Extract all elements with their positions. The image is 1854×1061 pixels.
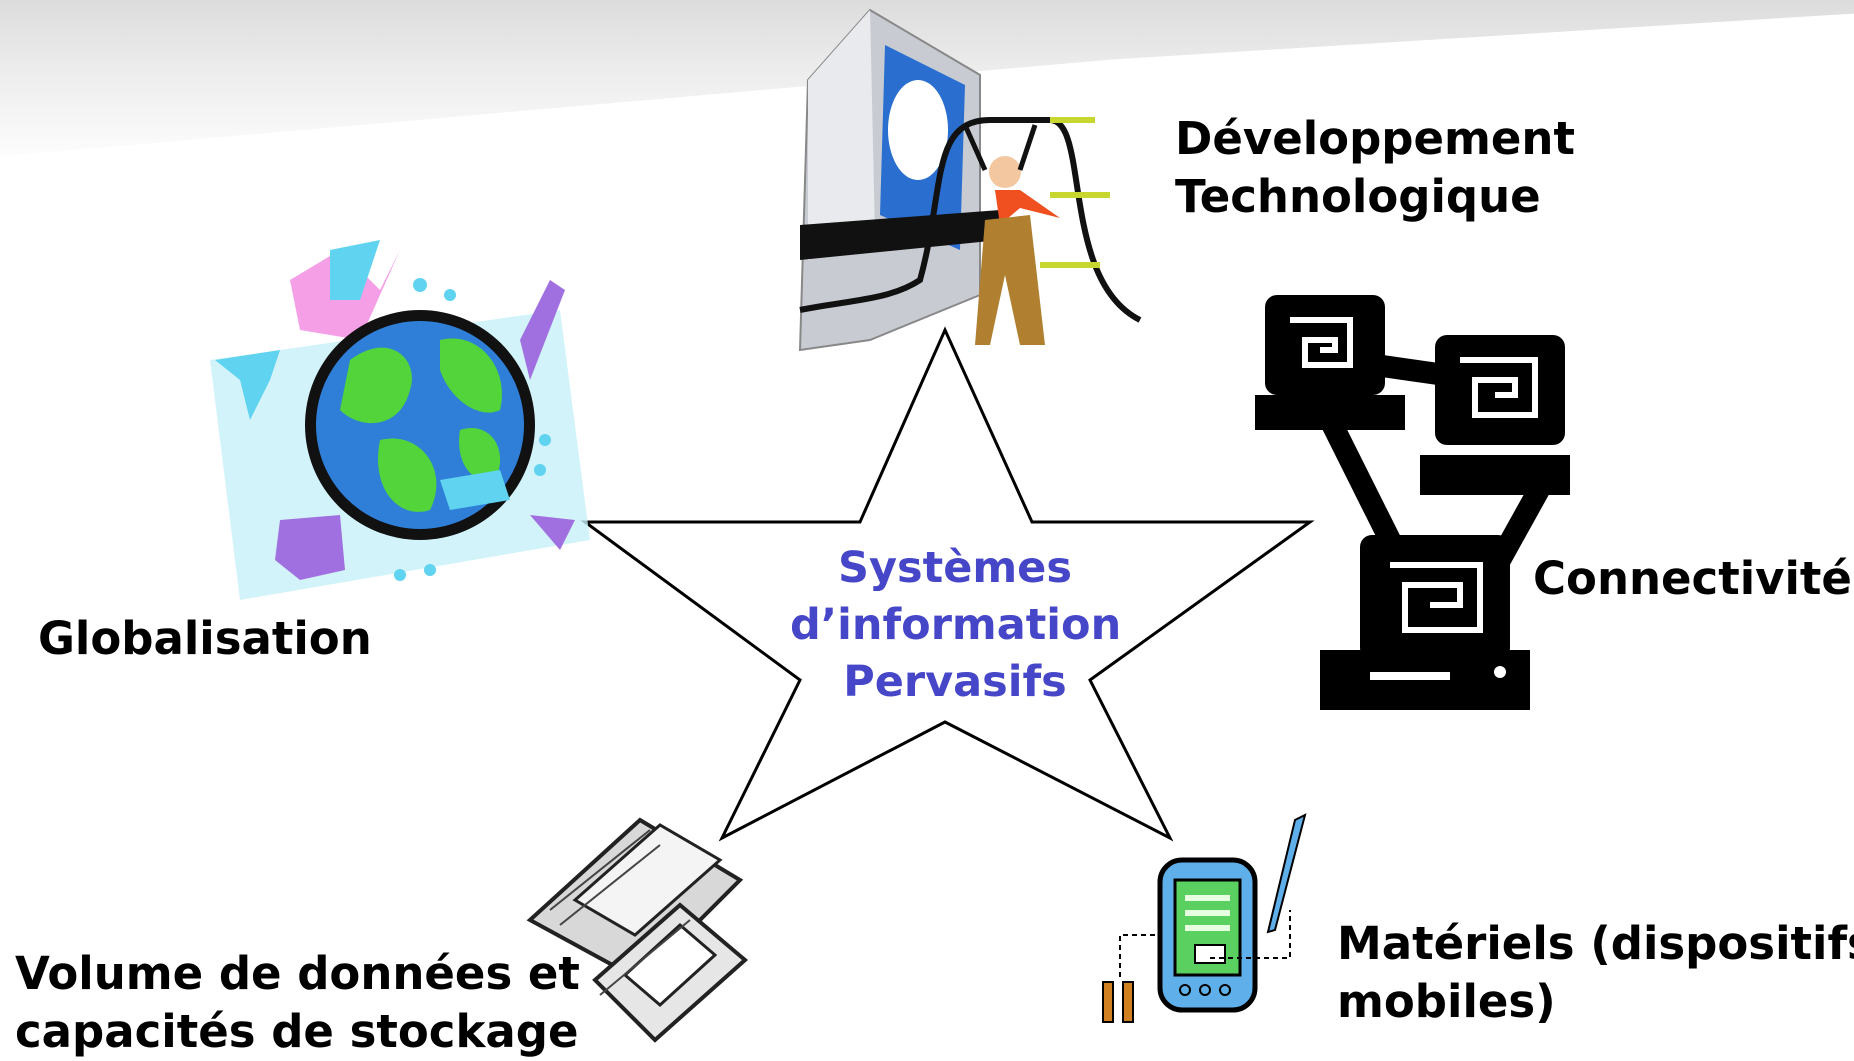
label-volume-line2: capacités de stockage [15,1005,579,1058]
label-materiels: Matériels (dispositifs mobiles) [1337,915,1854,1031]
globe-network-icon [210,240,590,600]
center-title-line1: Systèmes [838,543,1072,593]
label-materiels-line1: Matériels (dispositifs [1337,917,1854,970]
central-star [580,326,1315,842]
technology-developer-icon [798,8,1142,352]
label-volume-line1: Volume de données et [15,947,580,1000]
label-developpement-technologique: Développement Technologique [1175,110,1575,226]
label-connectivite: Connectivité [1533,552,1852,605]
floppy-disks-icon [526,817,749,1043]
connected-computers-icon [1255,295,1570,710]
label-dev-line1: Développement [1175,112,1575,165]
label-dev-line2: Technologique [1175,170,1541,223]
label-volume-donnees: Volume de données et capacités de stocka… [15,945,580,1061]
pda-device-icon [1102,813,1307,1023]
center-title: Systèmes d’information Pervasifs [790,540,1122,711]
center-title-line2: d’information [790,600,1122,650]
label-globalisation: Globalisation [38,612,372,665]
center-title-line3: Pervasifs [843,657,1067,707]
label-materiels-line2: mobiles) [1337,975,1556,1028]
